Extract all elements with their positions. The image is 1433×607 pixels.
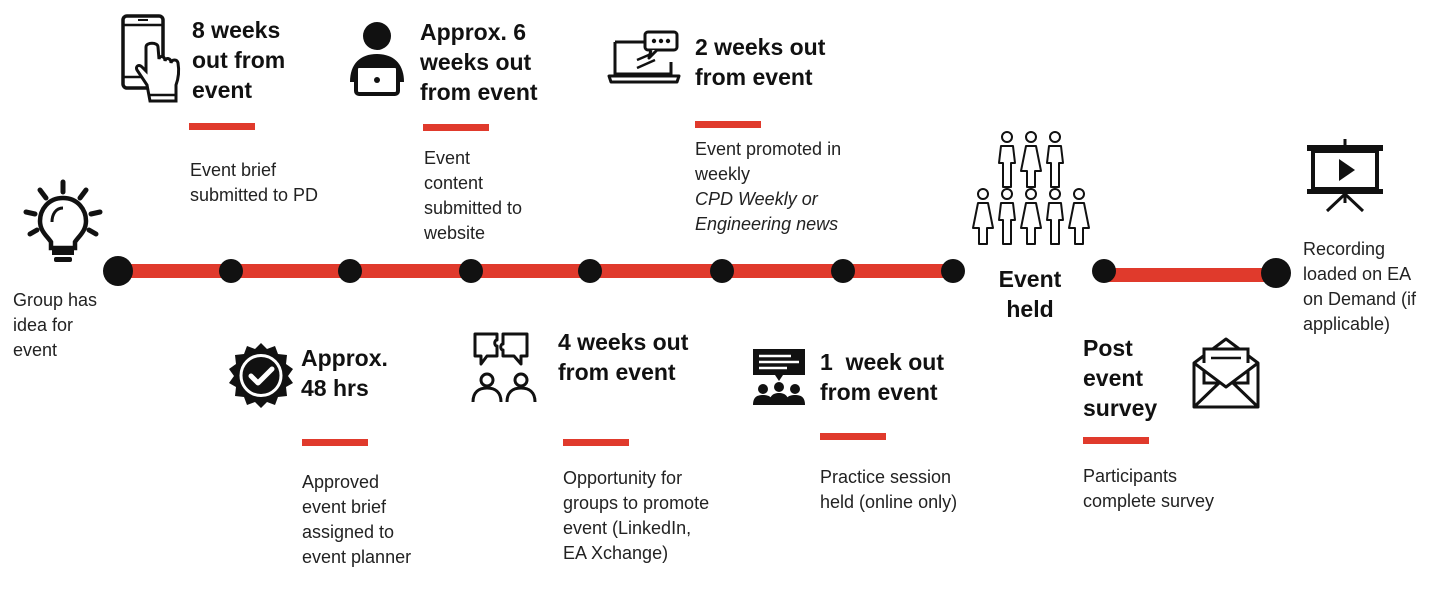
step-description: Event content submitted to website (424, 148, 523, 243)
step-accent-bar (820, 433, 886, 440)
step-accent-bar (695, 121, 761, 128)
collaboration-icon (471, 332, 537, 403)
step-accent-bar (1083, 437, 1149, 444)
laptop-chat-icon (607, 30, 681, 84)
step-heading: Approx. 6 weeks out from event (420, 19, 538, 105)
tablet-touch-icon (121, 14, 181, 103)
timeline-dot-post (1092, 259, 1116, 283)
timeline-dot (710, 259, 734, 283)
step-description-text: Event promoted in weekly (695, 139, 842, 184)
timeline-dot (219, 259, 243, 283)
step-heading: 1 week out from event (820, 349, 951, 405)
start-label: Group has idea for event (13, 290, 98, 360)
newsletter-names: CPD Weekly or Engineering news (695, 189, 839, 234)
person-laptop-icon (350, 22, 404, 96)
step-description: Practice session held (online only) (820, 467, 958, 512)
timeline-dot-event (941, 259, 965, 283)
step-heading: Approx. 48 hrs (301, 345, 388, 401)
timeline-dot (459, 259, 483, 283)
presentation-audience-icon (753, 349, 805, 405)
step-heading: 8 weeks out from event (192, 17, 286, 103)
video-screen-icon (1307, 139, 1383, 213)
verified-badge-icon (229, 343, 293, 408)
end-label: Recording loaded on EA on Demand (if app… (1303, 239, 1417, 334)
step-description: Opportunity for groups to promote event … (563, 468, 710, 563)
timeline-dot-start (103, 256, 133, 286)
step-heading: 2 weeks out from event (695, 34, 826, 90)
timeline-dot (831, 259, 855, 283)
event-held-label: Event held (998, 266, 1062, 322)
timeline-dot-end (1261, 258, 1291, 288)
envelope-letter-icon (1192, 337, 1260, 409)
timeline-line-main (118, 264, 954, 278)
timeline-dot (578, 259, 602, 283)
step-description: Participants complete survey (1083, 466, 1215, 511)
step-accent-bar (189, 123, 255, 130)
crowd-icon (972, 131, 1090, 245)
timeline-dot (338, 259, 362, 283)
step-accent-bar (563, 439, 629, 446)
lightbulb-icon (23, 179, 103, 262)
step-heading: Post event survey (1083, 335, 1158, 421)
step-accent-bar (423, 124, 489, 131)
step-accent-bar (302, 439, 368, 446)
step-heading: 4 weeks out from event (558, 329, 689, 385)
step-description: Event brief submitted to PD (190, 160, 319, 205)
step-description: Approved event brief assigned to event p… (302, 472, 412, 567)
timeline-line-post (1104, 268, 1276, 282)
